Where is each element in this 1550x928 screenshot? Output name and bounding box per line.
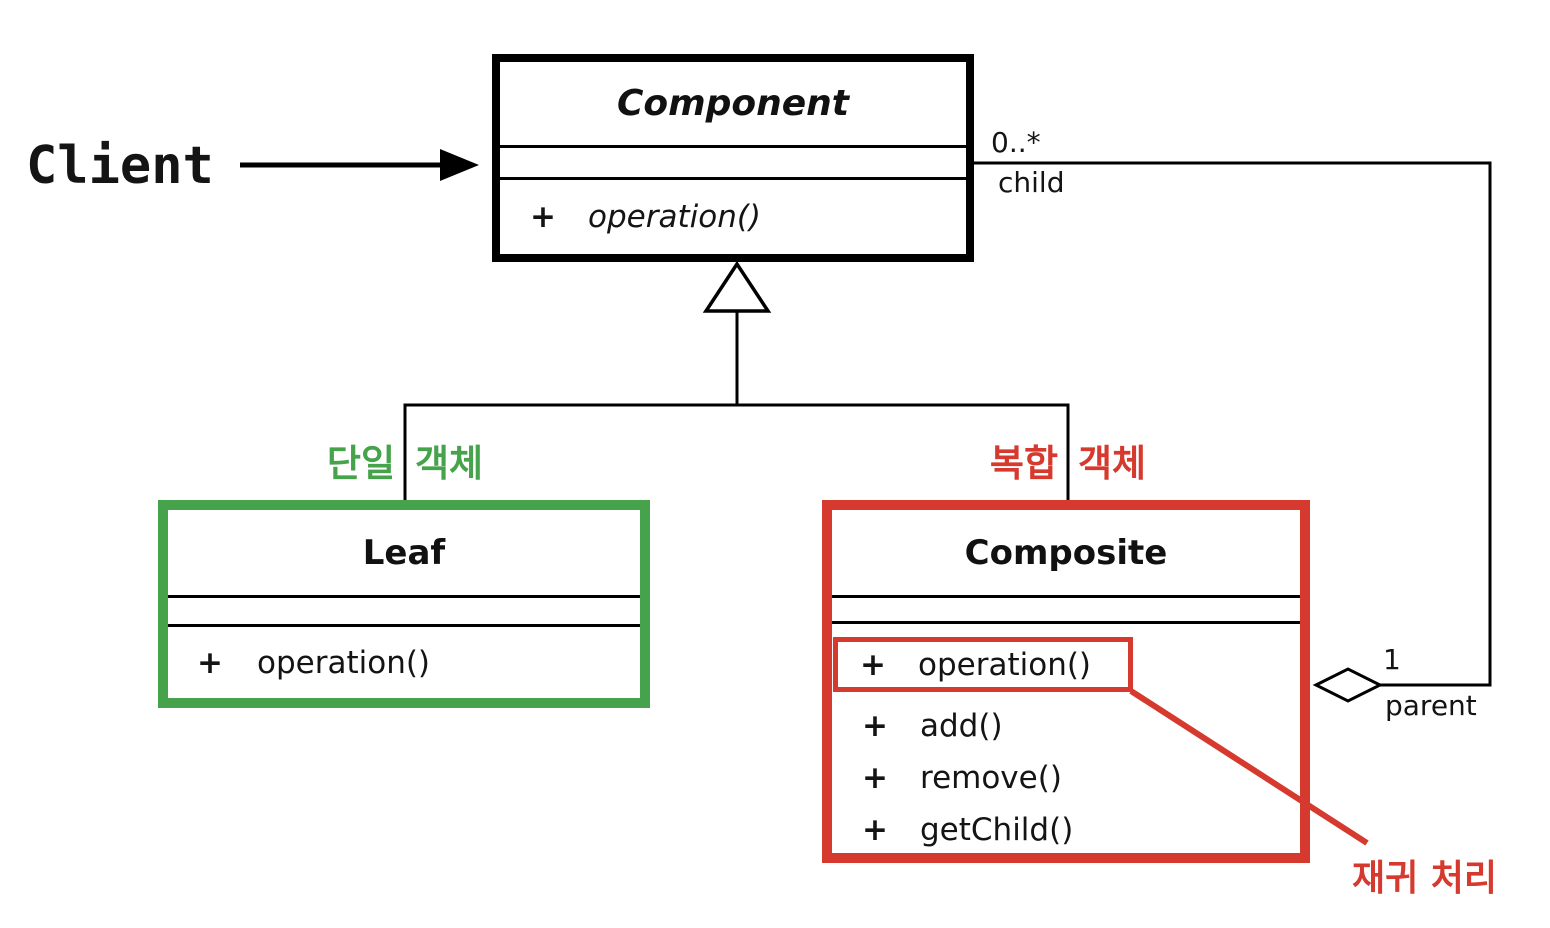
component-methods-section: + operation() (500, 180, 966, 254)
inheritance-triangle-icon (702, 260, 772, 313)
composite-method-remove: + remove() (862, 760, 1062, 796)
recursion-note: 재귀 처리 (1352, 858, 1498, 899)
leaf-attributes-section (168, 595, 640, 627)
composite-method-getchild: + getChild() (862, 812, 1074, 848)
client-arrowhead-icon (440, 149, 479, 181)
leaf-methods-section: + operation() (168, 627, 640, 698)
composite-annotation: 복합 객체 (990, 443, 1146, 485)
composite-attributes-section (832, 595, 1300, 624)
leaf-class-box: Leaf + operation() (158, 500, 650, 708)
component-class-name: Component (616, 83, 850, 124)
component-attributes-section (500, 145, 966, 180)
aggregation-diamond-icon (1312, 667, 1384, 703)
parent-role-label: parent (1385, 689, 1477, 722)
composite-annotation-right: 객체 (1078, 442, 1147, 485)
composite-method-add: + add() (862, 708, 1003, 744)
composite-class-name: Composite (964, 532, 1168, 573)
leaf-annotation: 단일 객체 (327, 443, 483, 485)
leaf-method-operation: + operation() (197, 644, 431, 681)
client-label: Client (26, 136, 214, 196)
composite-annotation-left: 복합 (989, 442, 1058, 485)
component-method-operation: + operation() (530, 199, 762, 235)
composite-class-box: Composite + operation() + add() + remove… (822, 500, 1310, 863)
component-class-box: Component + operation() (492, 54, 974, 262)
leaf-annotation-right: 객체 (415, 442, 484, 485)
leaf-annotation-left: 단일 (326, 442, 395, 485)
child-multiplicity-label: 0..* (991, 126, 1041, 159)
leaf-class-name: Leaf (362, 532, 446, 573)
parent-multiplicity-label: 1 (1383, 643, 1401, 676)
child-role-label: child (998, 166, 1065, 199)
composite-method-operation: + operation() (860, 646, 1092, 683)
operation-highlight-box: + operation() (833, 637, 1133, 692)
